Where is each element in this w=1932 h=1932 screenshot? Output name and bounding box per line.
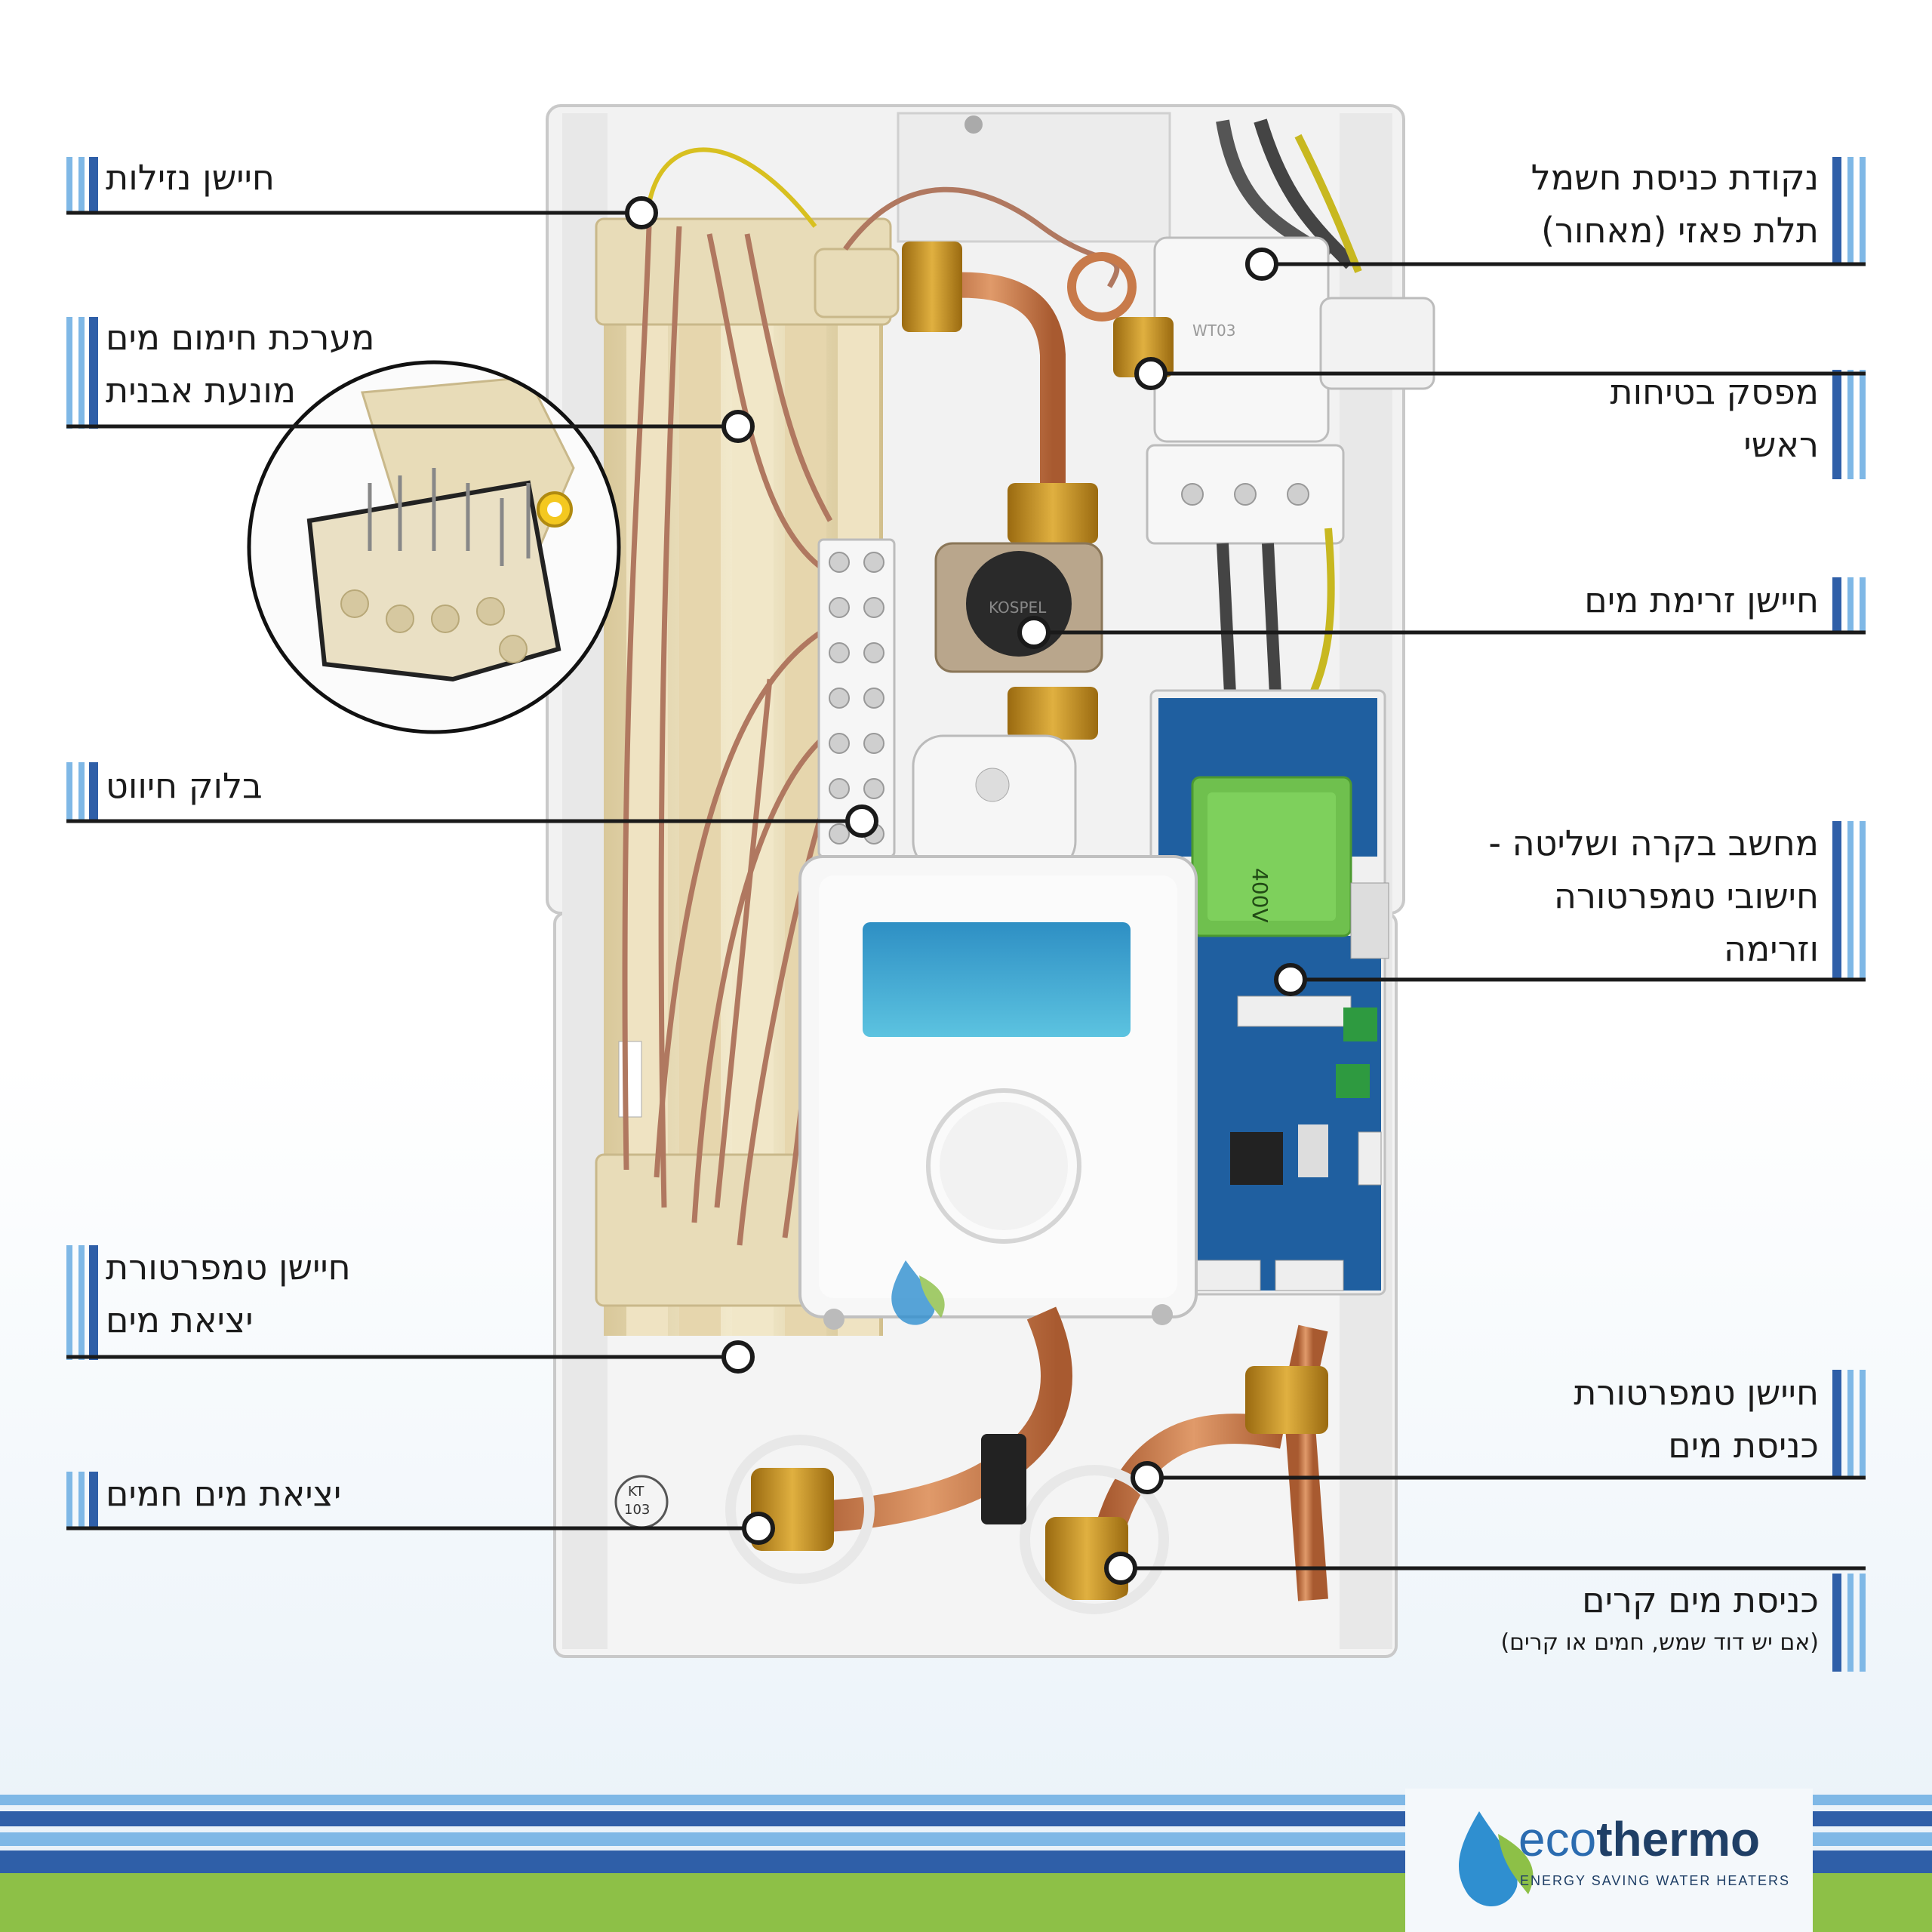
power-entry-label-2: תלת פאזי (מאחור) xyxy=(1541,210,1819,251)
control-panel xyxy=(798,734,1198,1330)
footer-stripes xyxy=(0,1789,1932,1932)
breaker-model-text: WT03 xyxy=(1192,321,1235,340)
ground-wire xyxy=(647,147,817,228)
callout-main-breaker: מפסק בטיחות ראשי xyxy=(1610,365,1819,471)
cold-water-inlet-label: כניסת מים קרים xyxy=(1582,1580,1819,1620)
right-callout-markers xyxy=(1832,157,1866,1672)
heating-element-zoom-inset xyxy=(247,360,621,734)
ecothermo-logo: ecothermo ENERGY SAVING WATER HEATERS xyxy=(1405,1789,1798,1917)
dot-power-entry xyxy=(1245,248,1278,281)
dot-control-computer xyxy=(1274,963,1307,996)
control-computer-label-2: חישובי טמפרטורה xyxy=(1553,875,1819,916)
leader-lines xyxy=(66,211,1866,1571)
dot-cold-water-inlet xyxy=(1104,1552,1137,1585)
display-screen xyxy=(863,922,1131,1037)
callout-leak-sensor: חיישן נזילות xyxy=(106,151,275,204)
leak-sensor-label: חיישן נזילות xyxy=(106,157,275,198)
terminal-block xyxy=(817,538,896,858)
control-computer-label-1: מחשב בקרה ושליטה - xyxy=(1488,823,1819,863)
flow-sensor-brand-text: KOSPEL xyxy=(989,598,1047,617)
heating-system-label-1: מערכת חימום מים xyxy=(106,317,375,358)
dot-leak-sensor xyxy=(625,196,658,229)
dot-inlet-temp-sensor xyxy=(1131,1461,1164,1494)
callout-control-computer: מחשב בקרה ושליטה - חישובי טמפרטורה וזרימ… xyxy=(1488,817,1819,975)
heating-system-label-2: מונעת אבנית xyxy=(106,370,297,411)
logo-wordmark: ecothermo xyxy=(1518,1811,1760,1867)
flow-sensor-unit: KOSPEL xyxy=(934,542,1103,673)
main-breaker-unit: WT03 xyxy=(1113,118,1435,712)
logo-eco: eco xyxy=(1518,1812,1597,1866)
hot-water-outlet-label: יציאת מים חמים xyxy=(106,1473,342,1514)
inlet-temp-sensor-label-1: חיישן טמפרטורת xyxy=(1574,1372,1819,1413)
ecothermo-logo-icon xyxy=(1459,1811,1534,1907)
dot-main-breaker xyxy=(1134,357,1168,390)
callout-inlet-temp-sensor: חיישן טמפרטורת כניסת מים xyxy=(1574,1366,1819,1472)
callout-power-entry: נקודת כניסת חשמל תלת פאזי (מאחור) xyxy=(1531,151,1819,257)
callout-terminal-block: בלוק חיווט xyxy=(106,759,263,812)
cert-mark-2: 103 xyxy=(624,1502,650,1518)
leader-dots xyxy=(625,196,1307,1585)
callout-flow-sensor: חיישן זרימת מים xyxy=(1584,574,1819,626)
dot-terminal-block xyxy=(845,804,878,838)
dot-outlet-temp-sensor xyxy=(721,1340,755,1374)
dot-heating-system xyxy=(721,410,755,443)
callout-cold-water-inlet: כניסת מים קרים (אם יש דוד שמש, חמים או ק… xyxy=(1500,1574,1819,1660)
terminal-block-label: בלוק חיווט xyxy=(106,765,263,806)
transformer-label: 400V xyxy=(1247,868,1272,923)
outlet-temp-sensor-label-2: יציאת מים xyxy=(106,1300,254,1340)
control-pcb: 400V xyxy=(1149,689,1389,1296)
center-watermark-logo xyxy=(891,1260,945,1325)
callout-hot-water-outlet: יציאת מים חמים xyxy=(106,1467,341,1520)
control-computer-label-3: וזרימה xyxy=(1723,928,1819,969)
cold-water-inlet-note: (אם יש דוד שמש, חמים או קרים) xyxy=(1500,1629,1819,1656)
inlet-temp-sensor-label-2: כניסת מים xyxy=(1668,1425,1819,1466)
cert-mark-1: KT xyxy=(628,1484,645,1500)
flow-sensor-label: חיישן זרימת מים xyxy=(1584,580,1819,620)
logo-tagline: ENERGY SAVING WATER HEATERS xyxy=(1520,1873,1791,1888)
outlet-temp-sensor-label-1: חיישן טמפרטורת xyxy=(106,1247,351,1287)
copper-pipe-top xyxy=(902,242,1137,740)
left-callout-markers xyxy=(66,157,98,1528)
main-breaker-label-1: מפסק בטיחות xyxy=(1610,371,1819,412)
dot-hot-water-outlet xyxy=(742,1512,775,1545)
logo-thermo: thermo xyxy=(1596,1812,1761,1866)
main-breaker-label-2: ראשי xyxy=(1743,424,1819,465)
callout-outlet-temp-sensor: חיישן טמפרטורת יציאת מים xyxy=(106,1241,351,1346)
dot-flow-sensor xyxy=(1017,616,1051,649)
power-entry-label-1: נקודת כניסת חשמל xyxy=(1531,157,1819,198)
callout-heating-system: מערכת חימום מים מונעת אבנית xyxy=(106,311,375,417)
